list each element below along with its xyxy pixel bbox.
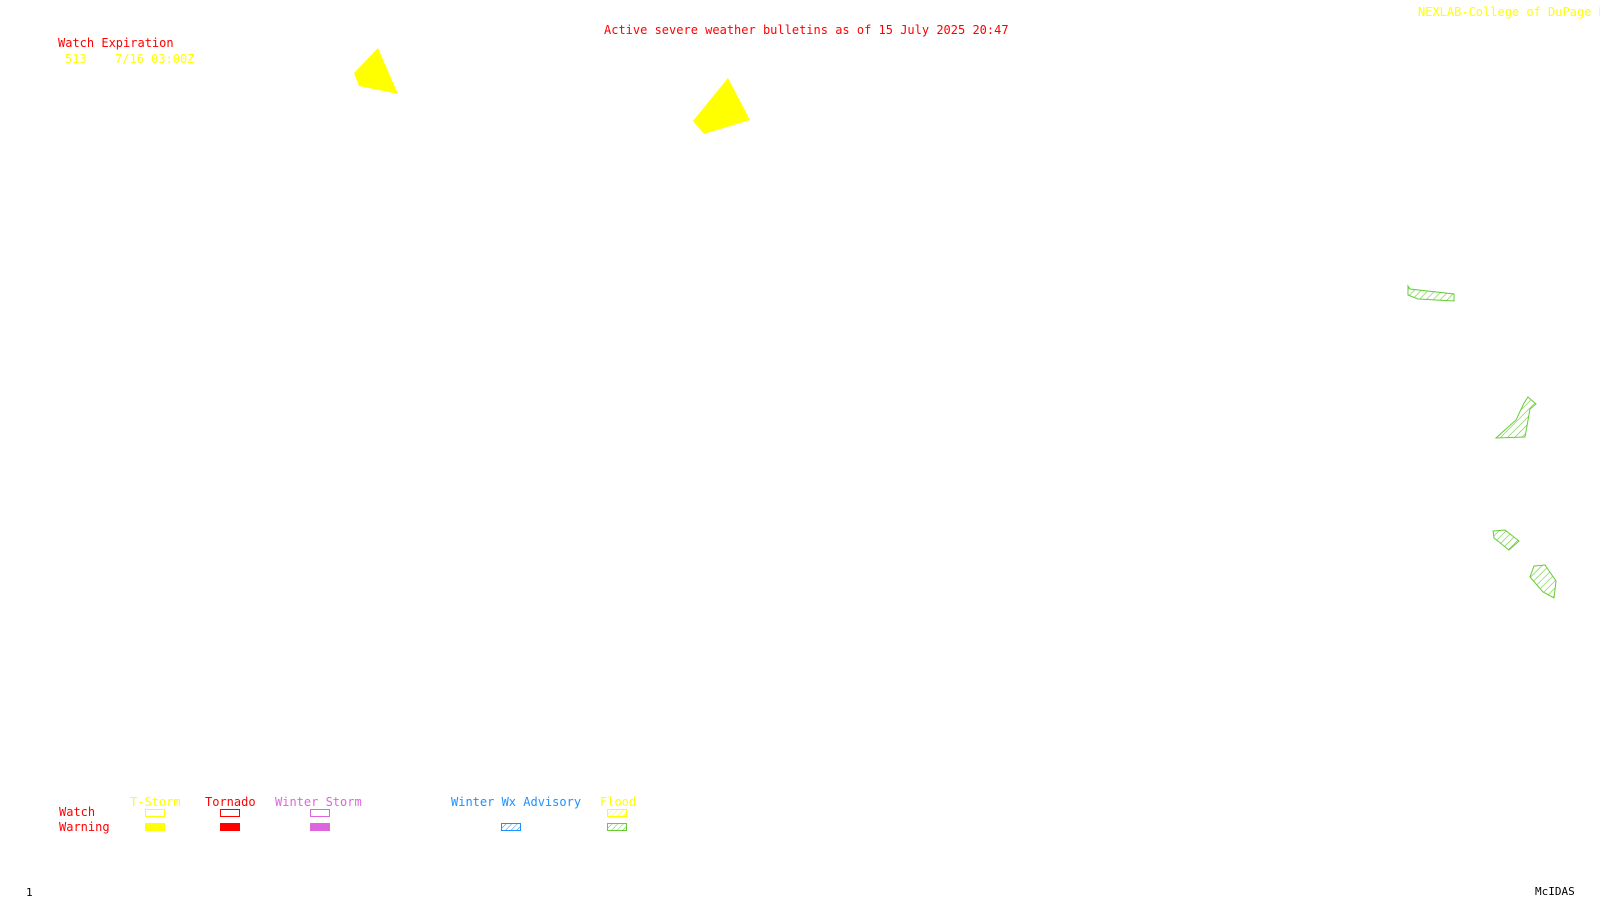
legend-tstorm-watch-swatch: [145, 809, 165, 817]
legend-winter-wx-advisory-swatch: [501, 823, 521, 831]
flood-warning-polygon: [1494, 396, 1537, 439]
watch-number: 513: [65, 52, 87, 66]
legend-winter-storm-warning-swatch: [310, 823, 330, 831]
legend-watch-row-label: Watch: [59, 805, 96, 819]
legend-tornado-watch-swatch: [220, 809, 240, 817]
watch-expiration-time: 7/16 03:00Z: [115, 52, 195, 66]
legend-flood-label: Flood: [600, 795, 637, 809]
legend-tstorm-warning-swatch: [145, 823, 165, 831]
legend-flood-warning-swatch: [607, 823, 627, 831]
legend-winter-storm-label: Winter Storm: [275, 795, 362, 809]
page-title: Active severe weather bulletins as of 15…: [604, 23, 1009, 37]
legend-flood-watch-swatch: [607, 809, 627, 817]
software-label: McIDAS: [1535, 885, 1575, 898]
legend-tornado-warning-swatch: [220, 823, 240, 831]
source-label: NEXLAB-College of DuPage R: [1418, 5, 1600, 19]
legend-winter-wx-advisory-label: Winter Wx Advisory: [451, 795, 582, 809]
legend-warning-row-label: Warning: [59, 820, 110, 834]
legend-tstorm-label: T-Storm: [130, 795, 181, 809]
tstorm-warning-polygon: [693, 78, 750, 134]
flood-warning-polygon: [1529, 564, 1557, 599]
frame-number: 1: [26, 886, 33, 899]
flood-warning-polygon: [1492, 529, 1520, 551]
legend-winter-storm-watch-swatch: [310, 809, 330, 817]
legend-tornado-label: Tornado: [205, 795, 256, 809]
flood-warning-polygon: [1407, 284, 1455, 302]
watch-expiration-heading: Watch Expiration: [58, 36, 174, 50]
tstorm-warning-polygon: [354, 48, 398, 94]
